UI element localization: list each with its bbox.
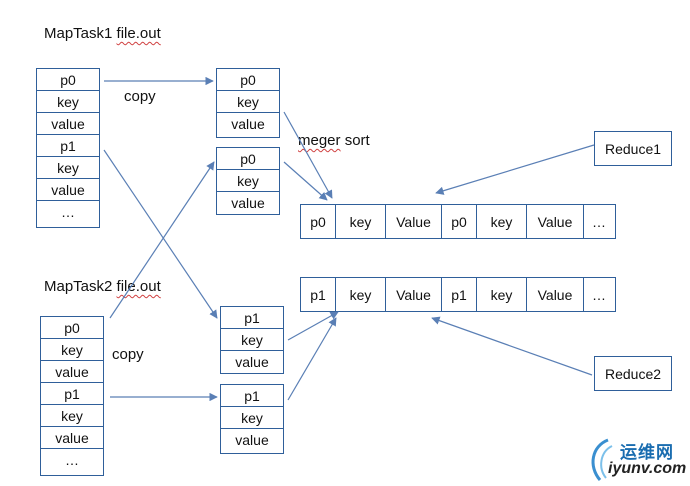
maptask2-cell: value (41, 427, 103, 449)
watermark-cn: 运维网 (620, 443, 674, 462)
maptask1-cell: key (37, 157, 99, 179)
merged-cell: Value (386, 205, 442, 238)
merged-cell: key (477, 278, 527, 311)
merged-cell: … (592, 213, 606, 230)
copied-p1-block-a: p1 key value (220, 306, 284, 374)
merged-cell: p1 (442, 278, 477, 311)
maptask2-cell: value (41, 361, 103, 383)
reduce2-box: Reduce2 (594, 356, 672, 391)
maptask1-title: MapTask1 file.out (44, 25, 161, 43)
watermark-swirl-icon (591, 438, 613, 481)
merged-cell: key (336, 205, 386, 238)
merged-cell: p1 (301, 278, 336, 311)
arrow-reduce2-fetch (431, 316, 593, 376)
merged-cell: p0 (442, 205, 477, 238)
arrow-reduce1-fetch (435, 144, 595, 195)
maptask1-cell: p0 (37, 69, 99, 91)
maptask2-cell: p1 (41, 383, 103, 405)
arrow-mt2-p0-copy (109, 161, 215, 319)
copied-cell: p0 (217, 148, 279, 170)
copied-cell: value (231, 116, 265, 132)
maptask2-cell: … (65, 452, 79, 468)
maptask1-cell: p1 (37, 135, 99, 157)
copied-cell: p1 (221, 307, 283, 329)
copy-label-1: copy (124, 88, 156, 105)
merged-p0-row: p0 key Value p0 key Value … (300, 204, 616, 239)
maptask2-stack: p0 key value p1 key value … (40, 316, 104, 476)
maptask1-cell: key (37, 91, 99, 113)
arrow-p0b-merge (283, 161, 328, 201)
merged-p1-row: p1 key Value p1 key Value … (300, 277, 616, 312)
spellcheck-word: meger (298, 132, 341, 149)
maptask1-cell: value (37, 113, 99, 135)
watermark-domain: iyunv.com (608, 460, 687, 477)
merged-cell: key (336, 278, 386, 311)
copied-cell: value (235, 432, 269, 448)
copied-p0-block-a: p0 key value (216, 68, 280, 138)
maptask2-cell: key (41, 405, 103, 427)
merged-cell: Value (527, 205, 584, 238)
copied-cell: key (217, 91, 279, 113)
copied-cell: key (221, 407, 283, 429)
copied-cell: p1 (221, 385, 283, 407)
reduce1-box: Reduce1 (594, 131, 672, 166)
copy-label-2: copy (112, 346, 144, 363)
arrow-p1b-merge (287, 317, 337, 401)
arrow-p1a-merge (287, 311, 339, 341)
merged-cell: Value (386, 278, 442, 311)
merged-cell: … (592, 286, 606, 303)
merged-cell: Value (527, 278, 584, 311)
copied-cell: value (235, 354, 269, 370)
arrow-p0a-merge (283, 111, 333, 199)
maptask1-title-text: MapTask1 file.out (44, 25, 161, 42)
spellcheck-word: file.out (116, 25, 161, 42)
merged-cell: key (477, 205, 527, 238)
copied-p0-block-b: p0 key value (216, 147, 280, 215)
maptask2-cell: p0 (41, 317, 103, 339)
maptask2-cell: key (41, 339, 103, 361)
copied-cell: key (217, 170, 279, 192)
meger-sort-label: meger sort (298, 132, 370, 149)
maptask1-stack: p0 key value p1 key value … (36, 68, 100, 228)
maptask1-cell: value (37, 179, 99, 201)
maptask1-cell: … (61, 204, 75, 220)
merged-cell: p0 (301, 205, 336, 238)
copied-cell: p0 (217, 69, 279, 91)
copied-cell: key (221, 329, 283, 351)
copied-cell: value (231, 195, 265, 211)
watermark-logo: 运维网 iyunv.com (584, 434, 690, 486)
copied-p1-block-b: p1 key value (220, 384, 284, 454)
arrow-mt1-p1-copy (103, 149, 218, 319)
